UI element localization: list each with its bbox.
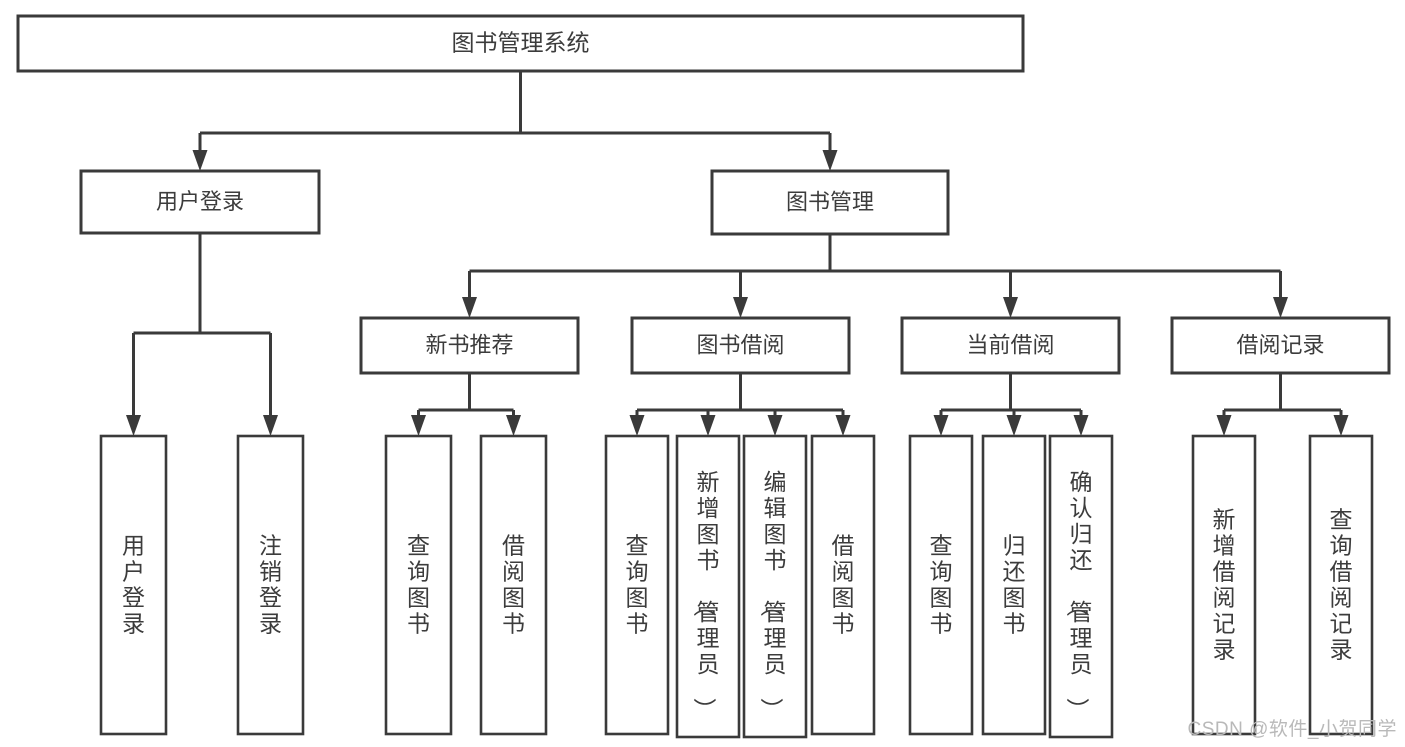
node-borrow-record[interactable]: 借阅记录 <box>1170 316 1391 375</box>
arrow-head-icon <box>1003 297 1018 318</box>
node-layer: 图书管理系统用户登录图书管理新书推荐图书借阅当前借阅借阅记录用户登录注销登录查询… <box>16 14 1391 739</box>
node-box-leaf-logout <box>236 434 305 736</box>
node-label-current-borrow: 当前借阅 <box>966 332 1054 357</box>
node-leaf-query-book-current[interactable]: 查询图书 <box>908 434 974 736</box>
node-leaf-confirm-return-admin[interactable]: 确认归还（管理员） <box>1048 434 1114 739</box>
node-user-login[interactable]: 用户登录 <box>79 169 321 235</box>
arrow-head-icon <box>1006 415 1022 436</box>
node-box-borrow-record <box>1170 316 1391 375</box>
arrow-head-icon <box>263 415 278 436</box>
node-label-leaf-query-book-borrow: 查询图书 <box>626 532 649 636</box>
node-box-current-borrow <box>900 316 1121 375</box>
node-leaf-borrow-book-new[interactable]: 借阅图书 <box>479 434 548 736</box>
arrow-head-icon <box>462 297 477 318</box>
node-leaf-return-book[interactable]: 归还图书 <box>981 434 1047 736</box>
arrow-head-icon <box>700 415 716 436</box>
node-box-leaf-query-book-new <box>384 434 453 736</box>
node-label-borrow-record: 借阅记录 <box>1236 332 1324 357</box>
arrow-head-icon <box>411 415 426 436</box>
node-box-user-login <box>79 169 321 235</box>
node-label-leaf-edit-book-admin: 编辑图书（管理员） <box>759 469 787 721</box>
node-leaf-query-borrow-record[interactable]: 查询借阅记录 <box>1308 434 1374 736</box>
arrow-head-icon <box>933 415 949 436</box>
node-book-borrow[interactable]: 图书借阅 <box>630 316 851 375</box>
node-label-leaf-borrow-book-new: 借阅图书 <box>502 532 525 636</box>
arrow-head-icon <box>733 297 748 318</box>
arrow-head-icon <box>126 415 141 436</box>
arrow-head-icon <box>822 150 838 171</box>
node-leaf-borrow-book[interactable]: 借阅图书 <box>810 434 876 736</box>
arrow-head-icon <box>1273 297 1288 318</box>
node-box-leaf-query-book-borrow <box>604 434 670 736</box>
node-label-new-book-recommend: 新书推荐 <box>425 332 513 357</box>
node-label-root: 图书管理系统 <box>452 30 590 56</box>
node-label-leaf-add-borrow-record: 新增借阅记录 <box>1213 506 1236 662</box>
node-box-leaf-user-login <box>99 434 168 736</box>
node-label-leaf-query-borrow-record: 查询借阅记录 <box>1330 506 1353 662</box>
node-label-book-management: 图书管理 <box>786 189 874 214</box>
node-current-borrow[interactable]: 当前借阅 <box>900 316 1121 375</box>
node-book-management[interactable]: 图书管理 <box>710 169 950 236</box>
node-box-leaf-add-book-admin <box>675 434 741 739</box>
arrow-head-icon <box>506 415 521 436</box>
node-label-leaf-logout: 注销登录 <box>259 532 282 636</box>
node-root[interactable]: 图书管理系统 <box>16 14 1025 73</box>
arrow-head-icon <box>629 415 645 436</box>
connector-layer <box>126 71 1349 436</box>
arrow-head-icon <box>767 415 783 436</box>
node-box-leaf-edit-book-admin <box>742 434 808 739</box>
node-box-leaf-borrow-book-new <box>479 434 548 736</box>
node-leaf-add-borrow-record[interactable]: 新增借阅记录 <box>1191 434 1257 736</box>
node-leaf-query-book-new[interactable]: 查询图书 <box>384 434 453 736</box>
node-label-leaf-query-book-current: 查询图书 <box>930 532 953 636</box>
node-label-book-borrow: 图书借阅 <box>696 332 784 357</box>
csdn-watermark: CSDN @软件_小贺同学 <box>1187 719 1397 740</box>
node-box-leaf-add-borrow-record <box>1191 434 1257 736</box>
node-box-leaf-query-book-current <box>908 434 974 736</box>
node-leaf-add-book-admin[interactable]: 新增图书（管理员） <box>675 434 741 739</box>
node-label-user-login: 用户登录 <box>156 189 244 214</box>
node-box-leaf-confirm-return-admin <box>1048 434 1114 739</box>
arrow-head-icon <box>1333 415 1349 436</box>
node-label-leaf-confirm-return-admin: 确认归还（管理员） <box>1065 469 1093 721</box>
arrow-head-icon <box>835 415 851 436</box>
node-label-leaf-add-book-admin: 新增图书（管理员） <box>692 469 720 721</box>
node-leaf-user-login[interactable]: 用户登录 <box>99 434 168 736</box>
node-box-book-borrow <box>630 316 851 375</box>
node-label-leaf-borrow-book: 借阅图书 <box>832 532 855 636</box>
node-box-root <box>16 14 1025 73</box>
node-label-leaf-query-book-new: 查询图书 <box>407 532 430 636</box>
node-box-book-management <box>710 169 950 236</box>
arrow-head-icon <box>192 150 208 171</box>
node-new-book-recommend[interactable]: 新书推荐 <box>359 316 580 375</box>
node-box-new-book-recommend <box>359 316 580 375</box>
node-box-leaf-query-borrow-record <box>1308 434 1374 736</box>
node-leaf-logout[interactable]: 注销登录 <box>236 434 305 736</box>
node-leaf-query-book-borrow[interactable]: 查询图书 <box>604 434 670 736</box>
node-box-leaf-return-book <box>981 434 1047 736</box>
node-label-leaf-user-login: 用户登录 <box>122 532 145 636</box>
arrow-head-icon <box>1216 415 1232 436</box>
arrow-head-icon <box>1073 415 1089 436</box>
node-leaf-edit-book-admin[interactable]: 编辑图书（管理员） <box>742 434 808 739</box>
node-label-leaf-return-book: 归还图书 <box>1003 532 1026 636</box>
node-box-leaf-borrow-book <box>810 434 876 736</box>
